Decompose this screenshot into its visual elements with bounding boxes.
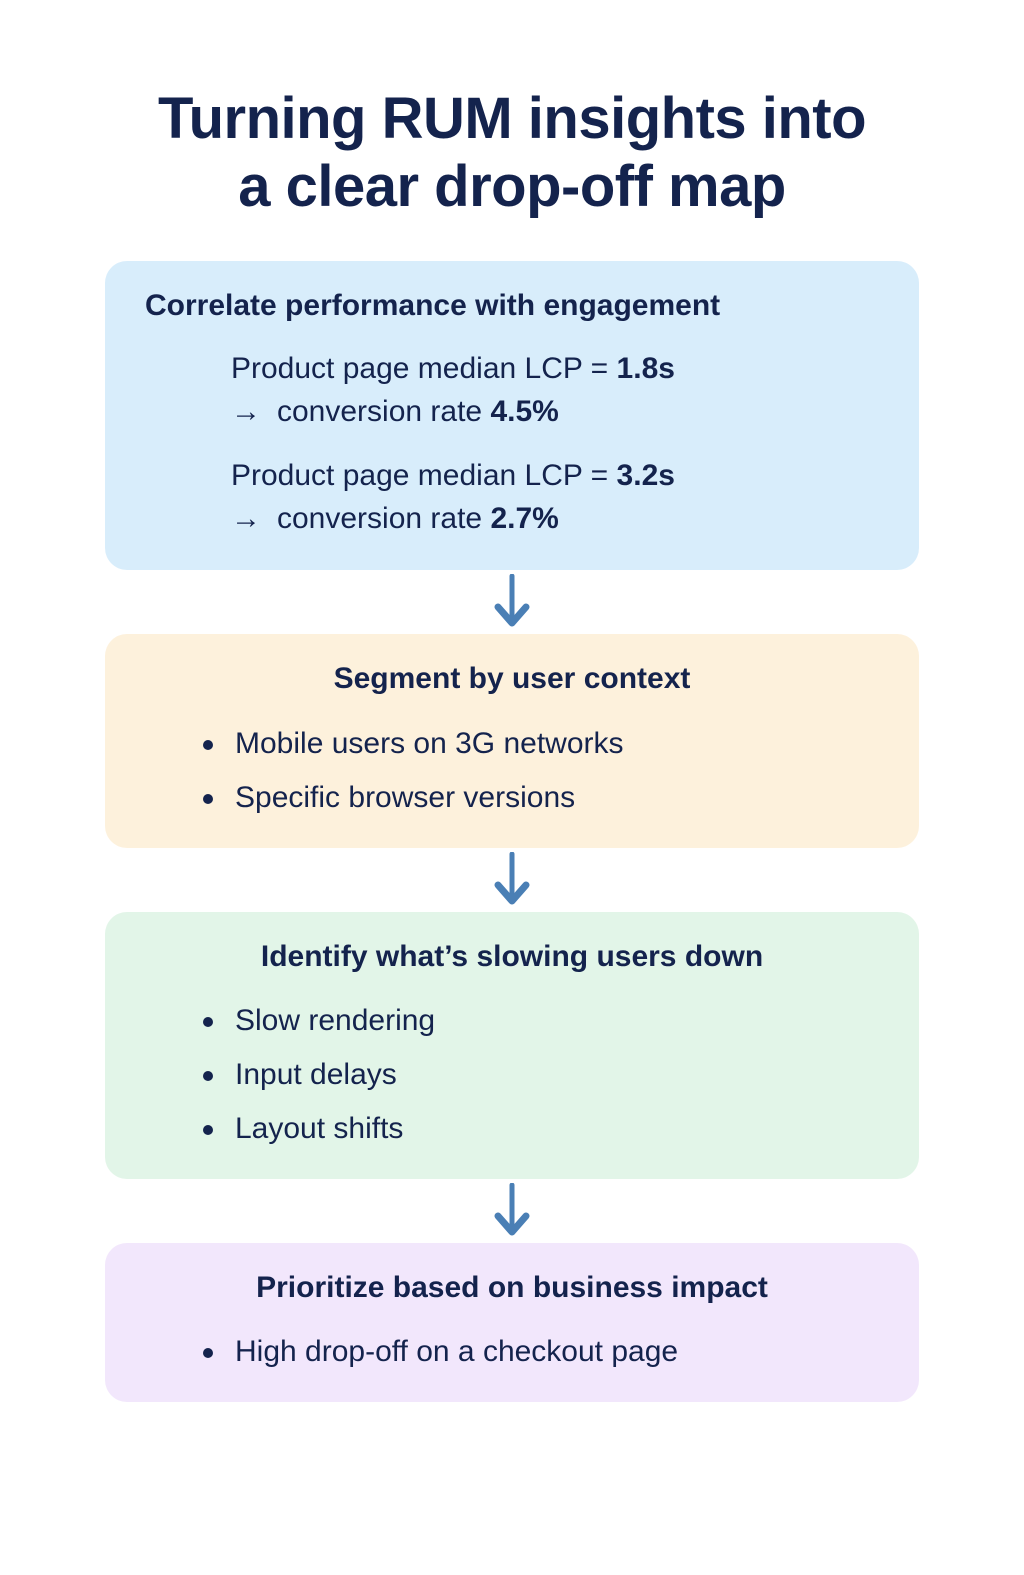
metric-group: Product page median LCP = 3.2s → conversi… bbox=[231, 455, 885, 540]
metric-value: 4.5% bbox=[490, 394, 559, 428]
flow-step-title: Prioritize based on business impact bbox=[256, 1270, 768, 1304]
flow-diagram: Correlate performance with engagement Pr… bbox=[0, 260, 1024, 1403]
bullet-list: Slow rendering Input delays Layout shift… bbox=[139, 1001, 885, 1149]
bullet-list: Mobile users on 3G networks Specific bro… bbox=[139, 724, 885, 818]
page-title-line-2: a clear drop-off map bbox=[238, 154, 786, 220]
list-item: High drop-off on a checkout page bbox=[139, 1332, 885, 1372]
metric-label: Product page median LCP = bbox=[231, 459, 617, 493]
flow-step-segment: Segment by user context Mobile users on … bbox=[105, 634, 919, 848]
list-item-label: Mobile users on 3G networks bbox=[235, 726, 624, 760]
arrow-down-icon bbox=[492, 851, 532, 908]
flow-step-identify: Identify what’s slowing users down Slow … bbox=[105, 911, 919, 1179]
page-title: Turning RUM insights into a clear drop-o… bbox=[0, 39, 1024, 222]
flow-connector-3 bbox=[492, 1179, 532, 1243]
list-item: Layout shifts bbox=[139, 1109, 885, 1149]
arrow-right-icon: → bbox=[231, 501, 261, 535]
page-title-line-1: Turning RUM insights into bbox=[157, 85, 867, 151]
list-item-label: Layout shifts bbox=[235, 1112, 404, 1146]
list-item-label: Specific browser versions bbox=[235, 780, 576, 814]
metric-line-conversion: → conversion rate 4.5% bbox=[231, 391, 885, 434]
metric-line-lcp: Product page median LCP = 1.8s bbox=[231, 348, 885, 391]
list-item: Mobile users on 3G networks bbox=[139, 724, 885, 764]
metric-block: Product page median LCP = 1.8s → conversi… bbox=[139, 348, 885, 540]
metric-label: conversion rate bbox=[277, 501, 491, 535]
infographic-page: Turning RUM insights into a clear drop-o… bbox=[0, 39, 1024, 1575]
arrow-right-icon: → bbox=[231, 394, 261, 428]
metric-value: 3.2s bbox=[616, 459, 675, 493]
bullet-dot-icon bbox=[203, 739, 213, 750]
list-item: Input delays bbox=[139, 1055, 885, 1095]
list-item: Specific browser versions bbox=[139, 778, 885, 818]
metric-group: Product page median LCP = 1.8s → conversi… bbox=[231, 348, 885, 433]
arrow-down-icon bbox=[492, 1182, 532, 1239]
metric-label: conversion rate bbox=[277, 394, 491, 428]
list-item-label: Slow rendering bbox=[235, 1004, 436, 1038]
bullet-dot-icon bbox=[203, 1071, 213, 1082]
flow-connector-1 bbox=[492, 570, 532, 634]
flow-step-correlate: Correlate performance with engagement Pr… bbox=[105, 260, 919, 571]
bullet-dot-icon bbox=[203, 1348, 213, 1359]
bullet-dot-icon bbox=[203, 1125, 213, 1136]
list-item-label: High drop-off on a checkout page bbox=[235, 1335, 679, 1369]
bullet-dot-icon bbox=[203, 793, 213, 804]
metric-label: Product page median LCP = bbox=[231, 352, 617, 386]
flow-step-prioritize: Prioritize based on business impact High… bbox=[105, 1242, 919, 1403]
metric-line-conversion: → conversion rate 2.7% bbox=[231, 498, 885, 541]
bullet-list: High drop-off on a checkout page bbox=[139, 1332, 885, 1372]
list-item-label: Input delays bbox=[235, 1058, 397, 1092]
metric-value: 2.7% bbox=[490, 501, 559, 535]
metric-value: 1.8s bbox=[616, 352, 675, 386]
flow-step-title: Segment by user context bbox=[333, 662, 691, 696]
arrow-down-icon bbox=[492, 574, 532, 630]
metric-line-lcp: Product page median LCP = 3.2s bbox=[231, 455, 885, 498]
bullet-dot-icon bbox=[203, 1017, 213, 1028]
list-item: Slow rendering bbox=[139, 1001, 885, 1041]
flow-connector-2 bbox=[492, 848, 532, 912]
flow-step-title: Identify what’s slowing users down bbox=[260, 939, 764, 973]
flow-step-title: Correlate performance with engagement bbox=[145, 288, 721, 322]
